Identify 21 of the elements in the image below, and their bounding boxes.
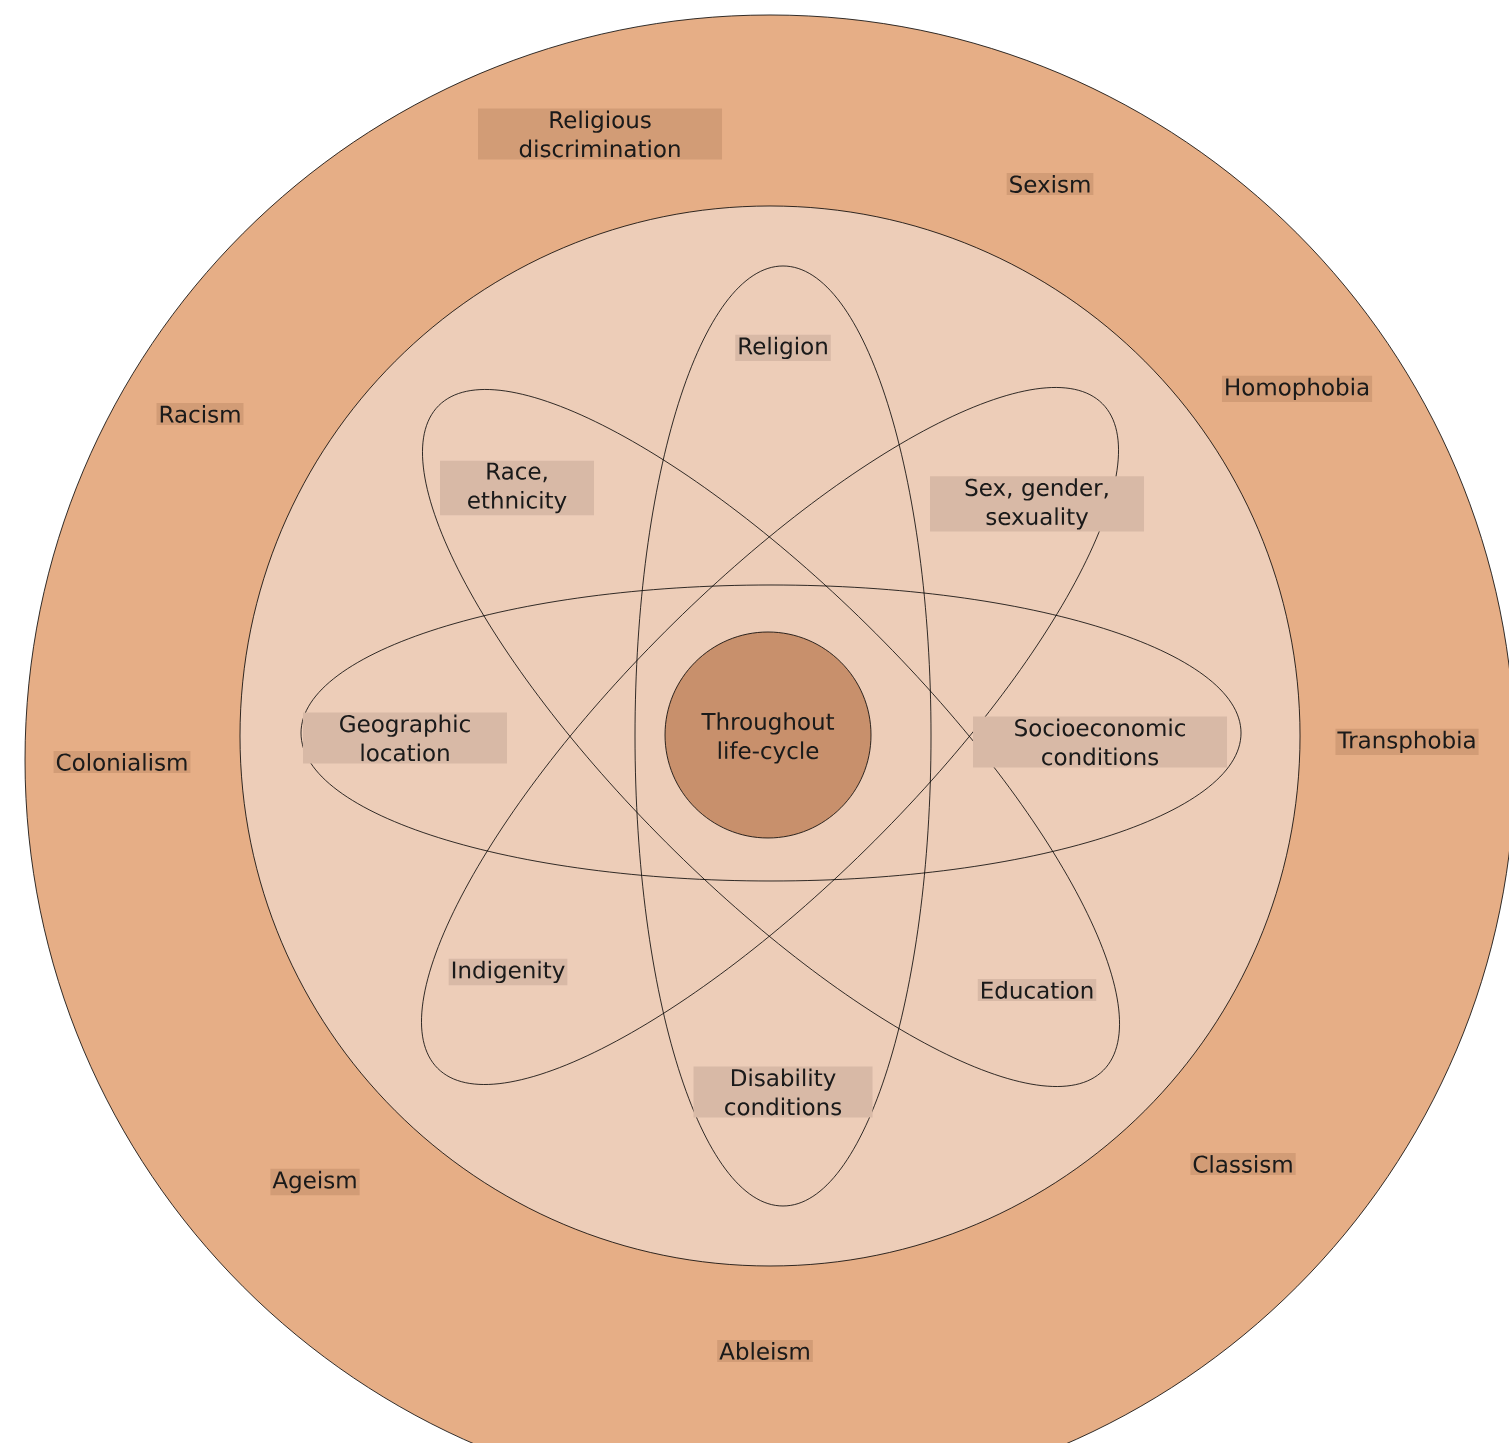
petal-label: Education: [977, 979, 1097, 1001]
ring-label: Classism: [1190, 1153, 1296, 1175]
ring-label: Racism: [156, 403, 244, 425]
center-circle: [664, 631, 872, 839]
ring-label: Ageism: [270, 1168, 360, 1196]
ellipse: [634, 265, 932, 1207]
petal-label: Indigenity: [448, 958, 568, 986]
ring-label: Homophobia: [1221, 375, 1373, 403]
ellipse: [300, 584, 1242, 882]
ring-label: Transphobia: [1335, 728, 1479, 756]
ring-label: Ableism: [717, 1340, 813, 1362]
petal-label: Race, ethnicity: [440, 460, 594, 516]
petal-label: Religion: [735, 334, 831, 362]
petal-label: Sex, gender, sexuality: [930, 476, 1144, 532]
petal-label: Geographic location: [303, 712, 507, 764]
petal-label: Disability conditions: [693, 1066, 873, 1118]
ring-label: Colonialism: [53, 751, 191, 773]
petal-label: Socioeconomic conditions: [973, 716, 1227, 768]
ring-label: Sexism: [1006, 173, 1094, 195]
ring-label: Religious discrimination: [478, 108, 722, 160]
center-label: Throughout life-cycle: [701, 712, 835, 764]
